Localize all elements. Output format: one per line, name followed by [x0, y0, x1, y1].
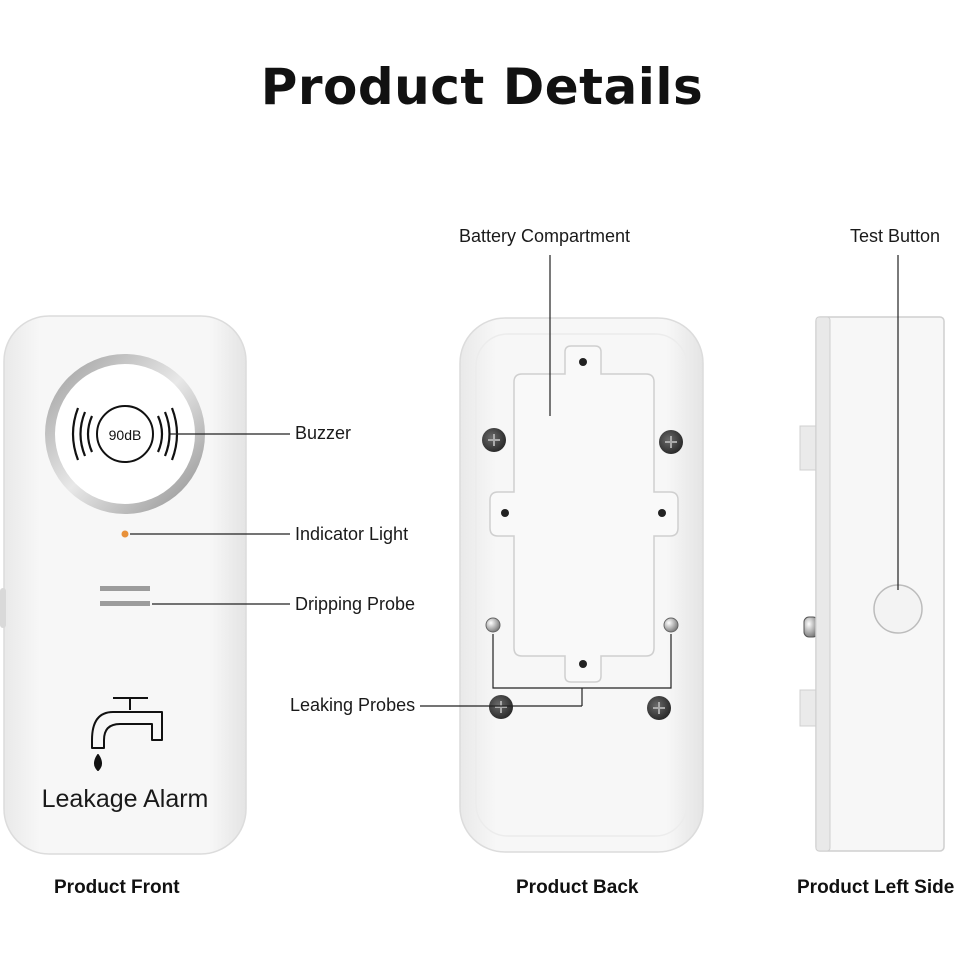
leaking-probes-label: Leaking Probes	[290, 695, 416, 715]
screw	[482, 428, 506, 452]
buzzer-speaker: 90dB	[45, 354, 205, 514]
leaking-probe	[663, 617, 679, 633]
page-title: Product Details	[260, 58, 704, 116]
screw	[647, 696, 671, 720]
buzzer-label: Buzzer	[295, 423, 352, 443]
screw	[489, 695, 513, 719]
product-left-side-label: Product Left Side	[797, 877, 955, 898]
battery-compartment-label: Battery Compartment	[459, 226, 631, 246]
product-back-label: Product Back	[516, 877, 639, 898]
device-back	[459, 317, 704, 853]
dripping-probe-label: Dripping Probe	[295, 594, 416, 614]
indicator-light	[121, 530, 129, 538]
leader-lines	[130, 255, 899, 707]
product-name: Leakage Alarm	[42, 785, 209, 813]
leaking-probe	[485, 617, 501, 633]
device-left-side	[799, 316, 945, 852]
indicator-light-label: Indicator Light	[295, 524, 409, 544]
screw	[659, 430, 683, 454]
product-front-label: Product Front	[54, 877, 180, 898]
decibel-label: 90dB	[109, 427, 142, 443]
dripping-probe	[100, 586, 150, 606]
test-button[interactable]	[873, 584, 923, 634]
faucet-icon	[91, 697, 163, 771]
device-front: 90dB Leakage Alarm	[0, 315, 247, 855]
test-button-label: Test Button	[850, 226, 941, 246]
